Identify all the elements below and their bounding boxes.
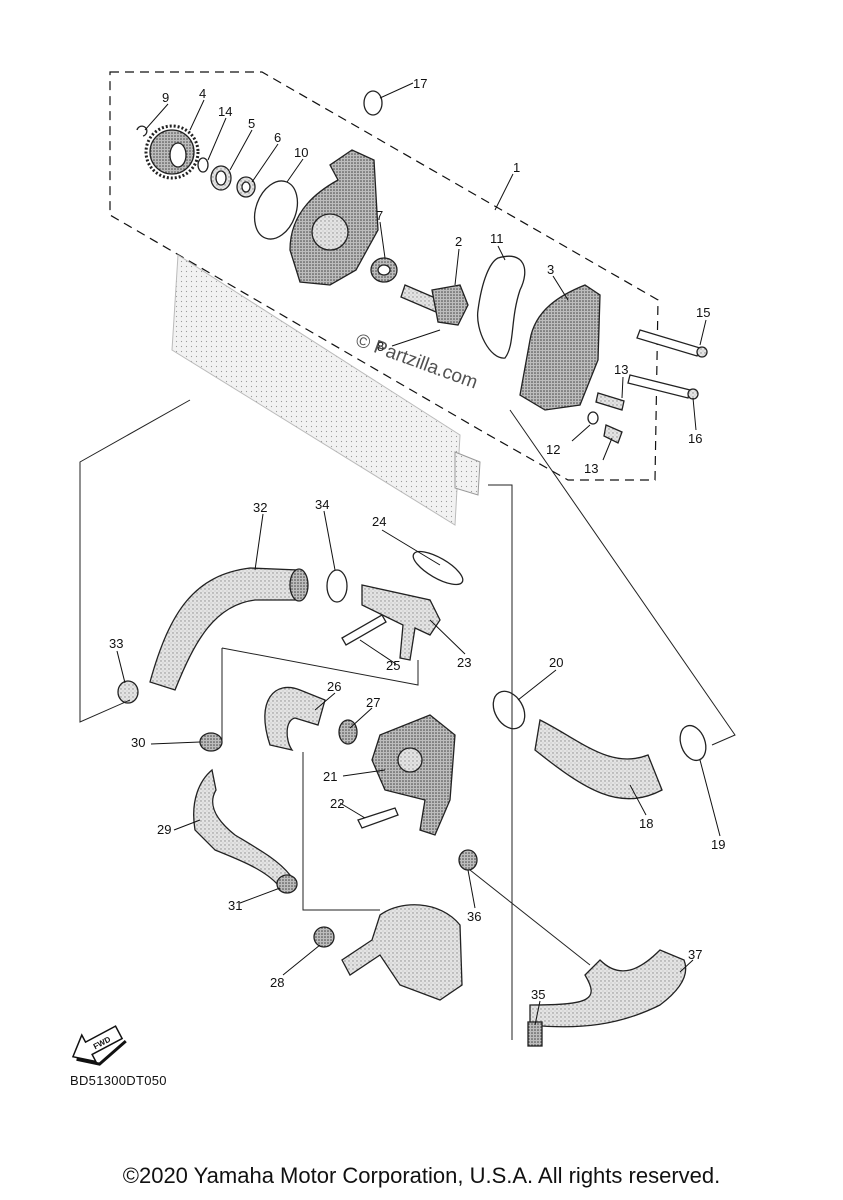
callout-13-b: 13	[584, 461, 598, 476]
callout-11: 11	[490, 231, 504, 246]
clamp-34	[326, 569, 348, 603]
bolt-13-b	[603, 424, 623, 444]
callout-8: 8	[377, 339, 384, 354]
callout-36: 36	[467, 909, 481, 924]
callout-19: 19	[711, 837, 725, 852]
bolt-22	[357, 807, 399, 829]
callout-30: 30	[131, 735, 145, 750]
hose-32-end	[289, 568, 309, 602]
callout-34: 34	[315, 497, 329, 512]
callout-33: 33	[109, 636, 123, 651]
callout-9: 9	[162, 90, 169, 105]
leader-lines	[116, 82, 721, 1026]
callout-5: 5	[248, 116, 255, 131]
callout-29: 29	[157, 822, 171, 837]
hose-18	[534, 719, 663, 800]
clamp-31	[276, 874, 298, 894]
routing-lines	[79, 399, 736, 1040]
clamp-28	[313, 926, 335, 948]
callout-14: 14	[218, 104, 232, 119]
callout-31: 31	[228, 898, 242, 913]
callout-4: 4	[199, 86, 206, 101]
callout-20: 20	[549, 655, 563, 670]
o-ring-10	[253, 180, 299, 240]
bolt-25	[341, 614, 387, 646]
callout-3: 3	[547, 262, 554, 277]
o-ring-17	[363, 90, 383, 116]
callout-17: 17	[413, 76, 427, 91]
seal-6	[236, 176, 256, 198]
callout-23: 23	[457, 655, 471, 670]
callout-2: 2	[455, 234, 462, 249]
clamp-20	[492, 690, 526, 730]
callout-35: 35	[531, 987, 545, 1002]
copyright-notice: ©2020 Yamaha Motor Corporation, U.S.A. A…	[122, 1163, 721, 1188]
callout-labels: 1 2 3 4 5 6 7 8 9 10 11 12 13 13 14 15 1…	[109, 76, 725, 1002]
callout-12: 12	[546, 442, 560, 457]
callout-18: 18	[639, 816, 653, 831]
callout-16: 16	[688, 431, 702, 446]
clamp-33	[117, 680, 139, 704]
washer-14	[197, 157, 209, 173]
callout-21: 21	[323, 769, 337, 784]
callout-15: 15	[696, 305, 710, 320]
callout-28: 28	[270, 975, 284, 990]
water-pump-gear-4	[144, 124, 200, 180]
bolt-16	[627, 374, 699, 400]
bolt-13-a	[595, 392, 625, 411]
callout-22: 22	[330, 796, 344, 811]
assembly-boundary	[109, 71, 659, 481]
hose-26	[264, 686, 326, 752]
callout-10: 10	[294, 145, 308, 160]
callout-25: 25	[386, 658, 400, 673]
thermostat-housing-21	[371, 714, 456, 836]
pump-housing	[289, 149, 379, 286]
impeller-shaft-2	[400, 284, 469, 326]
diagram-code: BD51300DT050	[70, 1073, 167, 1088]
o-ring-24	[412, 550, 464, 586]
clamp-30	[199, 732, 223, 752]
callout-27: 27	[366, 695, 380, 710]
oil-cooler	[341, 904, 463, 1001]
gasket-11	[476, 255, 526, 359]
seal-7	[370, 257, 398, 283]
callout-6: 6	[274, 130, 281, 145]
callout-7: 7	[376, 208, 383, 223]
clamp-36	[458, 849, 478, 871]
bolt-15	[636, 329, 708, 358]
clamp-19	[679, 724, 707, 762]
hose-29	[193, 768, 291, 886]
pump-cover-3	[519, 284, 601, 411]
radiator	[171, 254, 481, 526]
callout-13-a: 13	[614, 362, 628, 377]
callout-24: 24	[372, 514, 386, 529]
callout-26: 26	[327, 679, 341, 694]
washer-12	[587, 411, 599, 425]
hose-32	[149, 567, 301, 691]
circlip-9	[136, 125, 148, 137]
bearing-5	[210, 165, 232, 191]
callout-37: 37	[688, 947, 702, 962]
clamp-35	[527, 1021, 543, 1047]
pipe-37	[529, 949, 687, 1028]
fwd-arrow-icon: FWD	[71, 1025, 127, 1066]
callout-32: 32	[253, 500, 267, 515]
callout-1: 1	[513, 160, 520, 175]
